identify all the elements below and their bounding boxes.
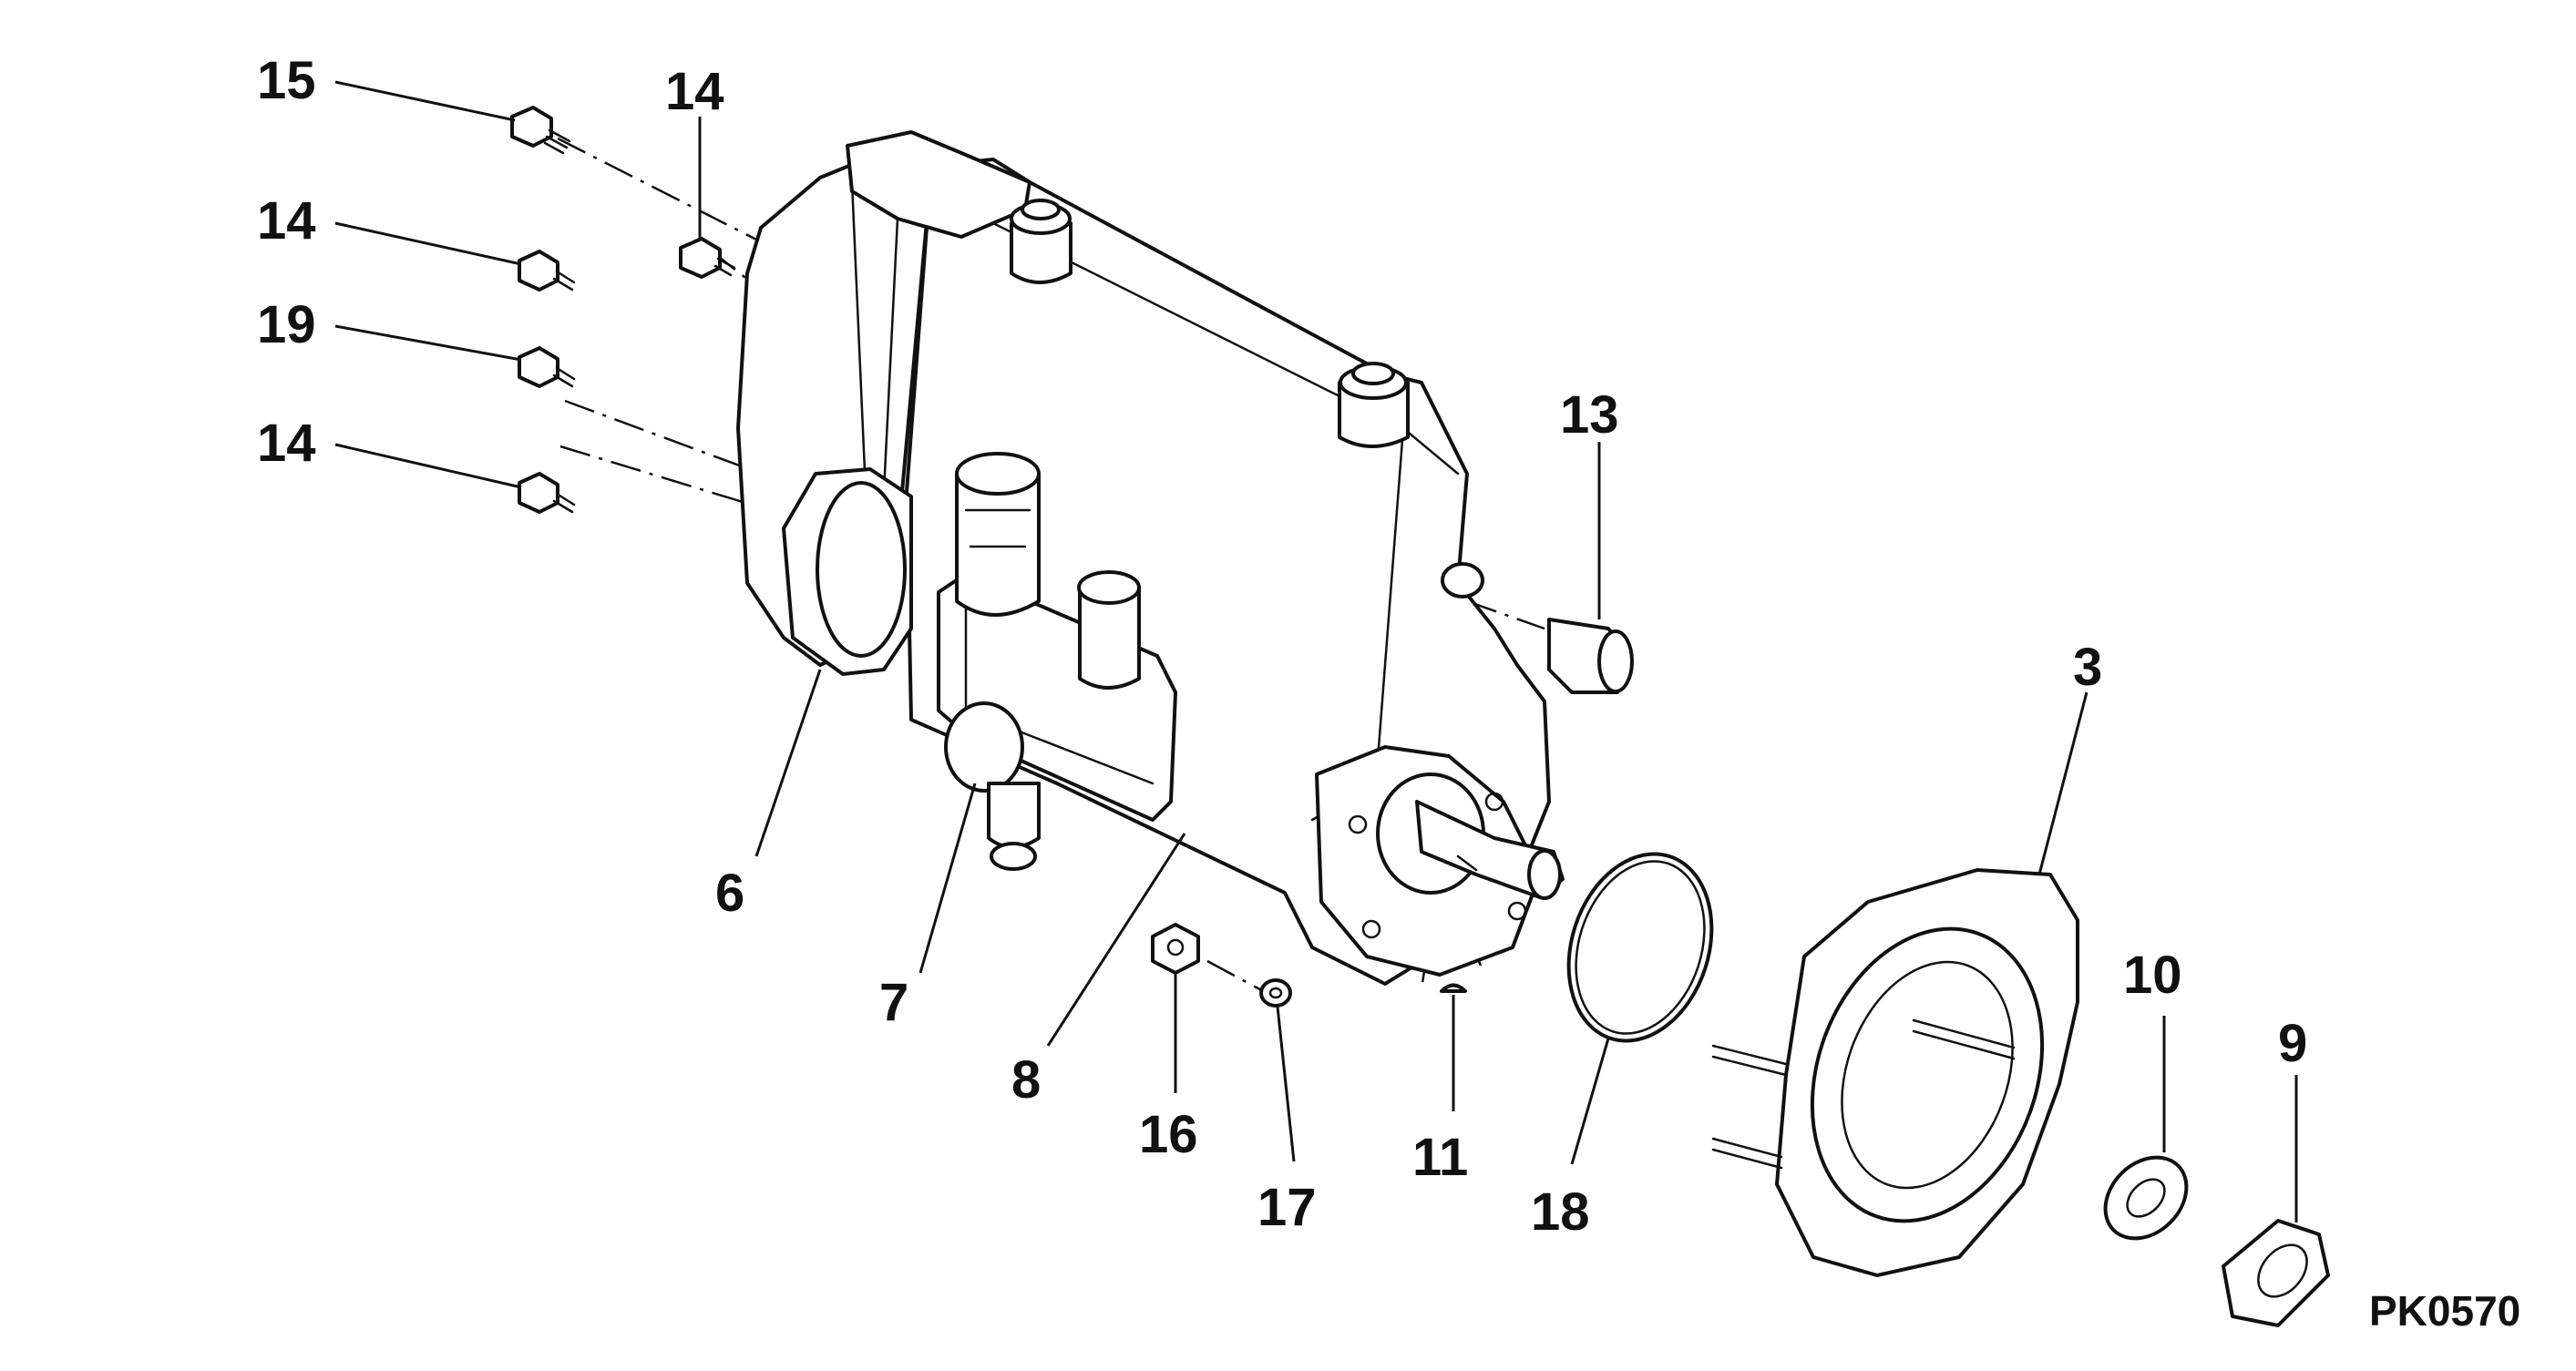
delivery-valve-left xyxy=(1010,199,1072,284)
housing-3 xyxy=(1711,868,2079,1277)
o-ring-18 xyxy=(1566,852,1714,1043)
spring-washer-10 xyxy=(2103,1155,2189,1241)
callout-8: 8 xyxy=(1011,1050,1041,1110)
callout-13: 13 xyxy=(1560,385,1619,445)
callout-17: 17 xyxy=(1257,1178,1317,1237)
callout-11: 11 xyxy=(1412,1128,1468,1187)
callout-6: 6 xyxy=(715,864,744,923)
pump-housing xyxy=(736,130,1565,986)
callout-labels: 15 14 14 19 14 13 3 6 7 8 16 17 11 18 10… xyxy=(257,51,2520,1335)
mounting-flange xyxy=(1315,745,1565,977)
bolt-14-upper xyxy=(679,237,736,279)
nut-16 xyxy=(1151,923,1200,975)
bolt-14-a xyxy=(518,250,576,292)
nut-9 xyxy=(2222,1219,2330,1327)
callout-19: 19 xyxy=(257,295,316,354)
callout-9: 9 xyxy=(2278,1014,2307,1073)
callout-7: 7 xyxy=(879,973,908,1032)
callout-16: 16 xyxy=(1139,1105,1198,1164)
callout-18: 18 xyxy=(1531,1182,1590,1242)
delivery-valve-right xyxy=(1338,362,1410,448)
bolt-19 xyxy=(518,346,576,388)
bolt-15 xyxy=(510,106,571,155)
bolt-14-b xyxy=(518,472,576,514)
diagram-code: PK0570 xyxy=(2369,1287,2520,1335)
leader-lines xyxy=(334,80,2298,1223)
callout-10: 10 xyxy=(2123,946,2182,1005)
washer-17 xyxy=(1259,978,1292,1008)
callout-3: 3 xyxy=(2073,638,2102,697)
cap-13 xyxy=(1547,618,1634,694)
callout-14-a: 14 xyxy=(257,191,316,251)
key-11 xyxy=(1440,983,1467,993)
callout-15: 15 xyxy=(257,51,316,110)
callout-14-top: 14 xyxy=(665,62,724,121)
feed-pump-block xyxy=(937,452,1177,871)
callout-14-b: 14 xyxy=(257,414,316,473)
